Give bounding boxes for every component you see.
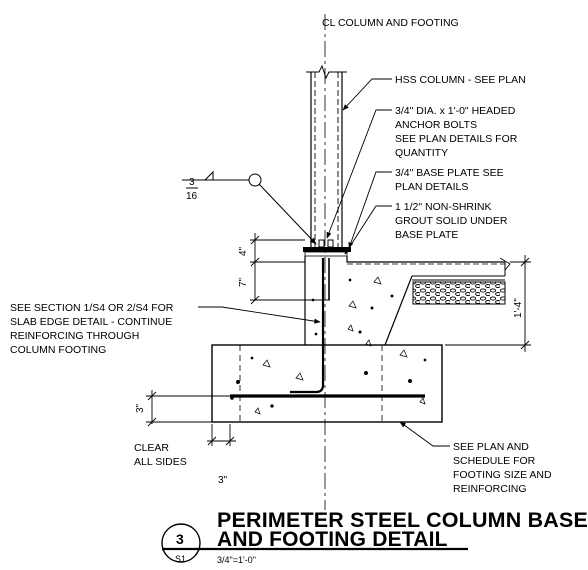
note-grout-2: GROUT SOLID UNDER — [395, 215, 508, 227]
note-anchor-bolts-4: QUANTITY — [395, 147, 448, 159]
note-anchor-bolts-2: ANCHOR BOLTS — [395, 119, 477, 131]
note-anchor-bolts-3: SEE PLAN DETAILS FOR — [395, 133, 518, 145]
note-footing-schedule-2: SCHEDULE FOR — [453, 455, 536, 467]
leader-lines — [198, 78, 450, 447]
detail-bubble — [161, 523, 468, 563]
grout-pad — [304, 251, 348, 257]
footing — [211, 344, 443, 423]
note-slab-edge-3: REINFORCING THROUGH — [10, 330, 139, 342]
note-anchor-bolts-1: 3/4" DIA. x 1'-0" HEADED — [395, 105, 516, 117]
concrete-aggregate — [230, 276, 427, 415]
note-footing-schedule-3: FOOTING SIZE AND — [453, 469, 552, 481]
weld-size-denominator: 16 — [186, 191, 198, 202]
detail-number: 3 — [176, 531, 184, 547]
hss-column — [306, 64, 347, 247]
reinforcing — [230, 258, 425, 398]
sheet-number: S1 — [175, 554, 186, 564]
dimension-side-clear: 3" — [218, 475, 228, 486]
dimension-pier-embed: 7" — [238, 277, 249, 287]
clear-note-line-1: CLEAR — [134, 442, 169, 454]
pier-and-slab — [304, 256, 511, 346]
detail-scale: 3/4"=1'-0" — [217, 555, 256, 565]
weld-symbol — [182, 170, 317, 245]
note-grout-1: 1 1/2" NON-SHRINK — [395, 201, 492, 213]
weld-size-numerator: 3 — [189, 177, 195, 188]
note-slab-edge-1: SEE SECTION 1/S4 OR 2/S4 FOR — [10, 302, 174, 314]
note-grout-3: BASE PLATE — [395, 229, 458, 241]
note-footing-schedule-4: REINFORCING — [453, 483, 527, 495]
note-base-plate-2: PLAN DETAILS — [395, 181, 468, 193]
centerline-label: CL COLUMN AND FOOTING — [322, 17, 459, 29]
note-base-plate-1: 3/4" BASE PLATE SEE — [395, 167, 504, 179]
note-footing-schedule-1: SEE PLAN AND — [453, 441, 529, 453]
anchor-bolt-nuts — [318, 239, 334, 248]
base-plate — [303, 247, 351, 252]
note-slab-edge-2: SLAB EDGE DETAIL - CONTINUE — [10, 316, 172, 328]
dimension-footing-depth: 1'-4" — [513, 298, 524, 318]
clear-note-line-2: ALL SIDES — [134, 456, 187, 468]
dimension-bar-cover: 3" — [135, 403, 146, 413]
note-slab-edge-4: COLUMN FOOTING — [10, 344, 106, 356]
note-hss-column: HSS COLUMN - SEE PLAN — [395, 74, 526, 86]
title-line-2: AND FOOTING DETAIL — [217, 528, 448, 551]
dimension-lines — [146, 233, 531, 446]
dimension-pier-top: 4" — [238, 246, 249, 256]
title-line-1: PERIMETER STEEL COLUMN BASE — [217, 509, 588, 532]
